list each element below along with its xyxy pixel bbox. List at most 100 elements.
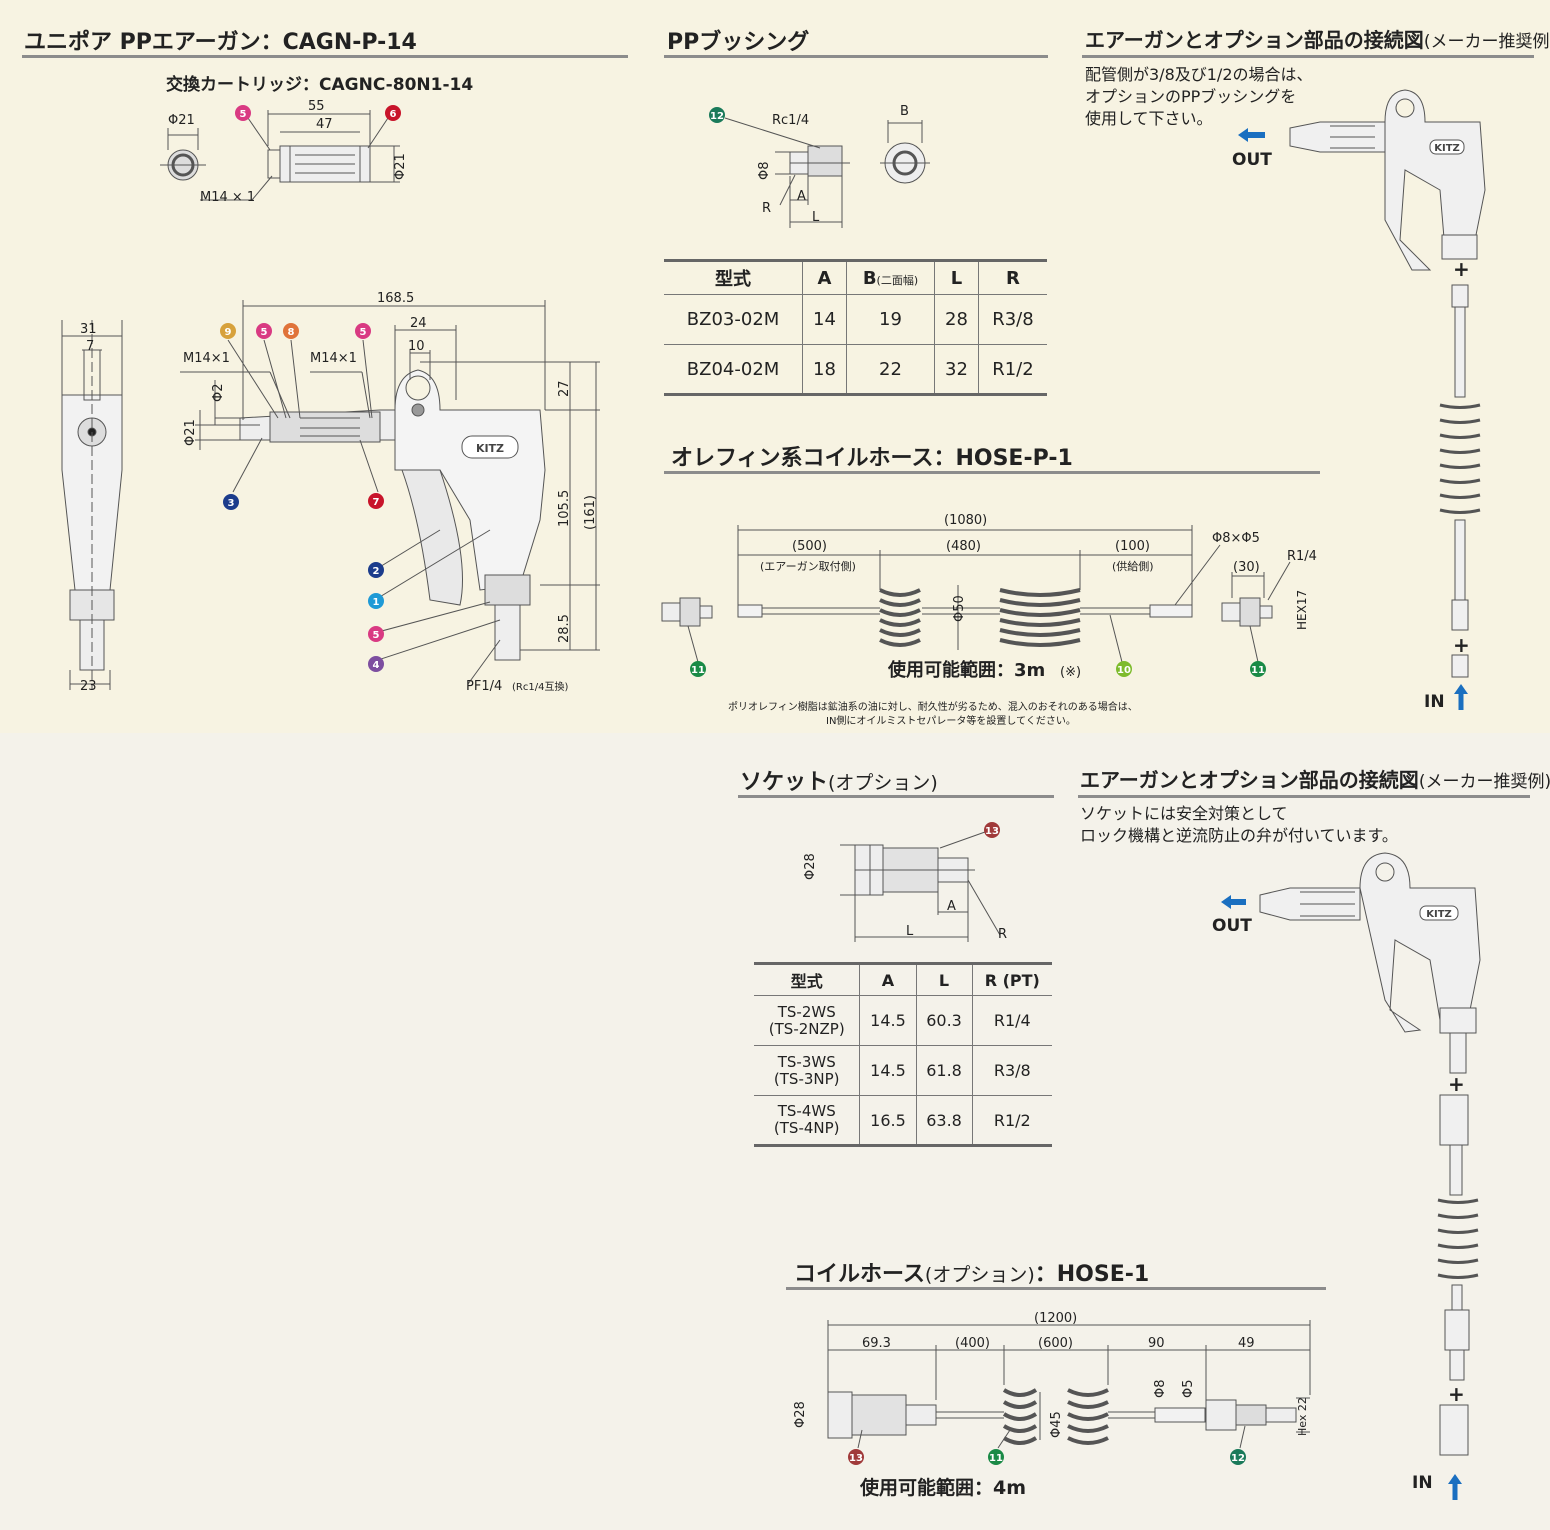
dim-phi45: Φ45 xyxy=(1049,1411,1064,1438)
badge-4: 4 xyxy=(373,660,380,671)
connection-note-3: 使用して下さい。 xyxy=(1085,109,1213,128)
dim-hex17: HEX17 xyxy=(1295,590,1309,630)
dim-55: 55 xyxy=(308,99,325,114)
th-r: R (PT) xyxy=(971,962,1052,996)
th-l: L xyxy=(915,962,973,996)
range-note-mark: (※) xyxy=(1060,665,1081,680)
section-title-air-gun: ユニポア PPエアーガン：CAGN-P-14 xyxy=(24,30,417,55)
section-title-connection-2: エアーガンとオプション部品の接続図(メーカー推奨例) xyxy=(1080,768,1550,792)
badge-6: 6 xyxy=(390,109,397,120)
dim-100: (100) xyxy=(1115,539,1150,554)
dim-hex22: Hex 22 xyxy=(1296,1397,1309,1436)
connection-note-2: オプションのPPブッシングを xyxy=(1085,87,1297,106)
dim-m14: M14 × 1 xyxy=(200,190,255,205)
section-title-socket: ソケット(オプション) xyxy=(740,770,938,795)
dim-r14: R1/4 xyxy=(1287,549,1317,564)
socket-drawing: Φ28 A L R 13 xyxy=(803,822,1007,942)
dim-1080: (1080) xyxy=(944,513,987,528)
badge-5c: 5 xyxy=(360,327,367,338)
out-label: OUT xyxy=(1232,150,1272,170)
section-title-connection-1: エアーガンとオプション部品の接続図(メーカー推奨例) xyxy=(1085,28,1550,52)
dim-28-5: 28.5 xyxy=(557,614,572,643)
badge-11b: 11 xyxy=(1251,665,1265,676)
dim-1200: (1200) xyxy=(1034,1311,1077,1326)
section-rule xyxy=(664,55,1048,58)
usable-range-3m: 使用可能範囲：3m xyxy=(887,659,1045,681)
dim-31: 31 xyxy=(80,322,97,337)
dim-24: 24 xyxy=(410,316,427,331)
kitz-logo: KITZ xyxy=(1426,909,1452,920)
dim-m14b: M14×1 xyxy=(310,351,357,366)
out-label-2: OUT xyxy=(1212,916,1252,936)
dim-400: (400) xyxy=(955,1336,990,1351)
dim-pf-note: (Rc1/4互換) xyxy=(512,681,568,693)
plus-2: + xyxy=(1453,633,1470,657)
plus-3: + xyxy=(1448,1072,1465,1096)
badge-7: 7 xyxy=(373,497,380,508)
badge-5d: 5 xyxy=(373,630,380,641)
dim-7: 7 xyxy=(86,339,94,354)
badge-5b: 5 xyxy=(261,327,268,338)
plus-1: + xyxy=(1453,257,1470,281)
connection-note-1: 配管側が3/8及び1/2の場合は、 xyxy=(1085,65,1313,84)
dim-27: 27 xyxy=(557,380,572,397)
badge-2: 2 xyxy=(373,566,380,577)
badge-8: 8 xyxy=(288,327,295,338)
connection-note-4: ソケットには安全対策として xyxy=(1080,804,1288,823)
dim-90: 90 xyxy=(1148,1336,1165,1351)
dim-phi21-right: Φ21 xyxy=(393,153,408,180)
dim-phi5: Φ5 xyxy=(1181,1379,1196,1398)
dim-23: 23 xyxy=(80,679,97,694)
dim-phi28: Φ28 xyxy=(793,1401,808,1428)
dim-phi8: Φ8 xyxy=(1153,1379,1168,1398)
kitz-logo: KITZ xyxy=(476,442,504,455)
dim-phi8: Φ8 xyxy=(757,161,772,180)
in-label-2: IN xyxy=(1412,1473,1433,1493)
section-rule xyxy=(664,471,1320,474)
connection-drawing-1: OUT IN + + KITZ xyxy=(1232,89,1486,712)
dim-500: (500) xyxy=(792,539,827,554)
section-title-bushing: PPブッシング xyxy=(667,30,810,55)
dim-rc: Rc1/4 xyxy=(772,113,809,128)
kitz-logo: KITZ xyxy=(1434,143,1460,154)
dim-phi21c: Φ21 xyxy=(183,419,198,446)
badge-13: 13 xyxy=(985,826,999,837)
section-title-coil-hose: コイルホース(オプション)：HOSE-1 xyxy=(794,1262,1150,1287)
badge-13b: 13 xyxy=(849,1453,863,1464)
dim-a: A xyxy=(947,899,956,914)
dim-a: A xyxy=(797,189,806,204)
connection-note-5: ロック機構と逆流防止の弁が付いています。 xyxy=(1080,826,1398,845)
section-rule xyxy=(786,1287,1326,1290)
dim-10: 10 xyxy=(408,339,425,354)
dim-30: (30) xyxy=(1233,560,1260,575)
usable-range-4m: 使用可能範囲：4m xyxy=(859,1476,1026,1499)
olefin-hose-drawing: (1080) (500) (480) (100) (エアーガン取付側) (供給側… xyxy=(661,513,1317,681)
dim-phi2: Φ2 xyxy=(211,383,226,402)
air-gun-drawing: Φ21 55 47 Φ21 M14 × 1 168.5 31 7 24 10 M… xyxy=(61,99,600,694)
th-model: 型式 xyxy=(664,259,803,295)
th-l: L xyxy=(934,259,979,295)
th-r: R xyxy=(977,259,1047,295)
bushing-drawing: Rc1/4 Φ8 A L R B 12 xyxy=(709,104,930,228)
badge-11c: 11 xyxy=(989,1453,1003,1464)
dim-b: B xyxy=(900,104,909,119)
dim-r: R xyxy=(998,927,1007,942)
badge-10: 10 xyxy=(1117,665,1131,676)
plus-4: + xyxy=(1448,1382,1465,1406)
dim-m14a: M14×1 xyxy=(183,351,230,366)
dim-phi21: Φ21 xyxy=(168,113,195,128)
th-b: B(二面幅) xyxy=(845,259,935,295)
supply-side-label: (供給側) xyxy=(1112,559,1154,573)
section-rule xyxy=(22,55,628,58)
badge-5a: 5 xyxy=(240,109,247,120)
section-title-olefin-hose: オレフィン系コイルホース：HOSE-P-1 xyxy=(671,446,1073,471)
dim-161: (161) xyxy=(583,495,598,530)
dim-49: 49 xyxy=(1238,1336,1255,1351)
th-a: A xyxy=(802,259,847,295)
gun-side-label: (エアーガン取付側) xyxy=(760,560,856,573)
